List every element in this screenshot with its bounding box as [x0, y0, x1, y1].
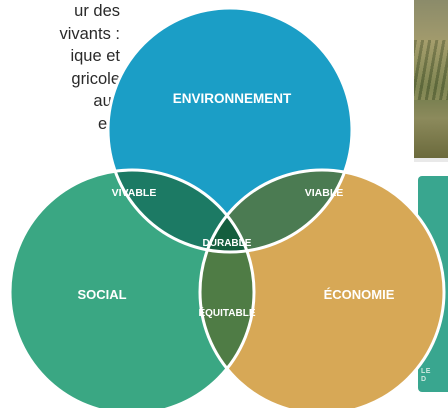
side-card-line: LE: [421, 368, 431, 375]
label-viable: VIABLE: [305, 187, 344, 199]
overlap-viable: [200, 170, 352, 252]
landscape-photo: [414, 0, 448, 162]
label-environnement: ENVIRONNEMENT: [173, 91, 292, 106]
side-card-line: D: [421, 376, 427, 383]
paragraph-line: vivants :: [59, 24, 120, 43]
outline-social: [8, 168, 256, 408]
overlap-vivable: [108, 170, 254, 252]
label-economie: ÉCONOMIE: [324, 287, 395, 302]
label-social: SOCIAL: [77, 287, 126, 302]
label-equitable: ÉQUITABLE: [198, 306, 255, 319]
side-card-text: LE D: [421, 368, 431, 384]
paragraph-line: ique et: [70, 47, 120, 65]
outline-environnement: [106, 6, 354, 254]
label-durable: DURABLE: [203, 238, 252, 249]
outline-economie: [198, 168, 446, 408]
paragraph-line: ur des: [74, 2, 120, 20]
label-vivable: VIVABLE: [112, 187, 157, 199]
paragraph-line: gricole: [71, 69, 120, 88]
